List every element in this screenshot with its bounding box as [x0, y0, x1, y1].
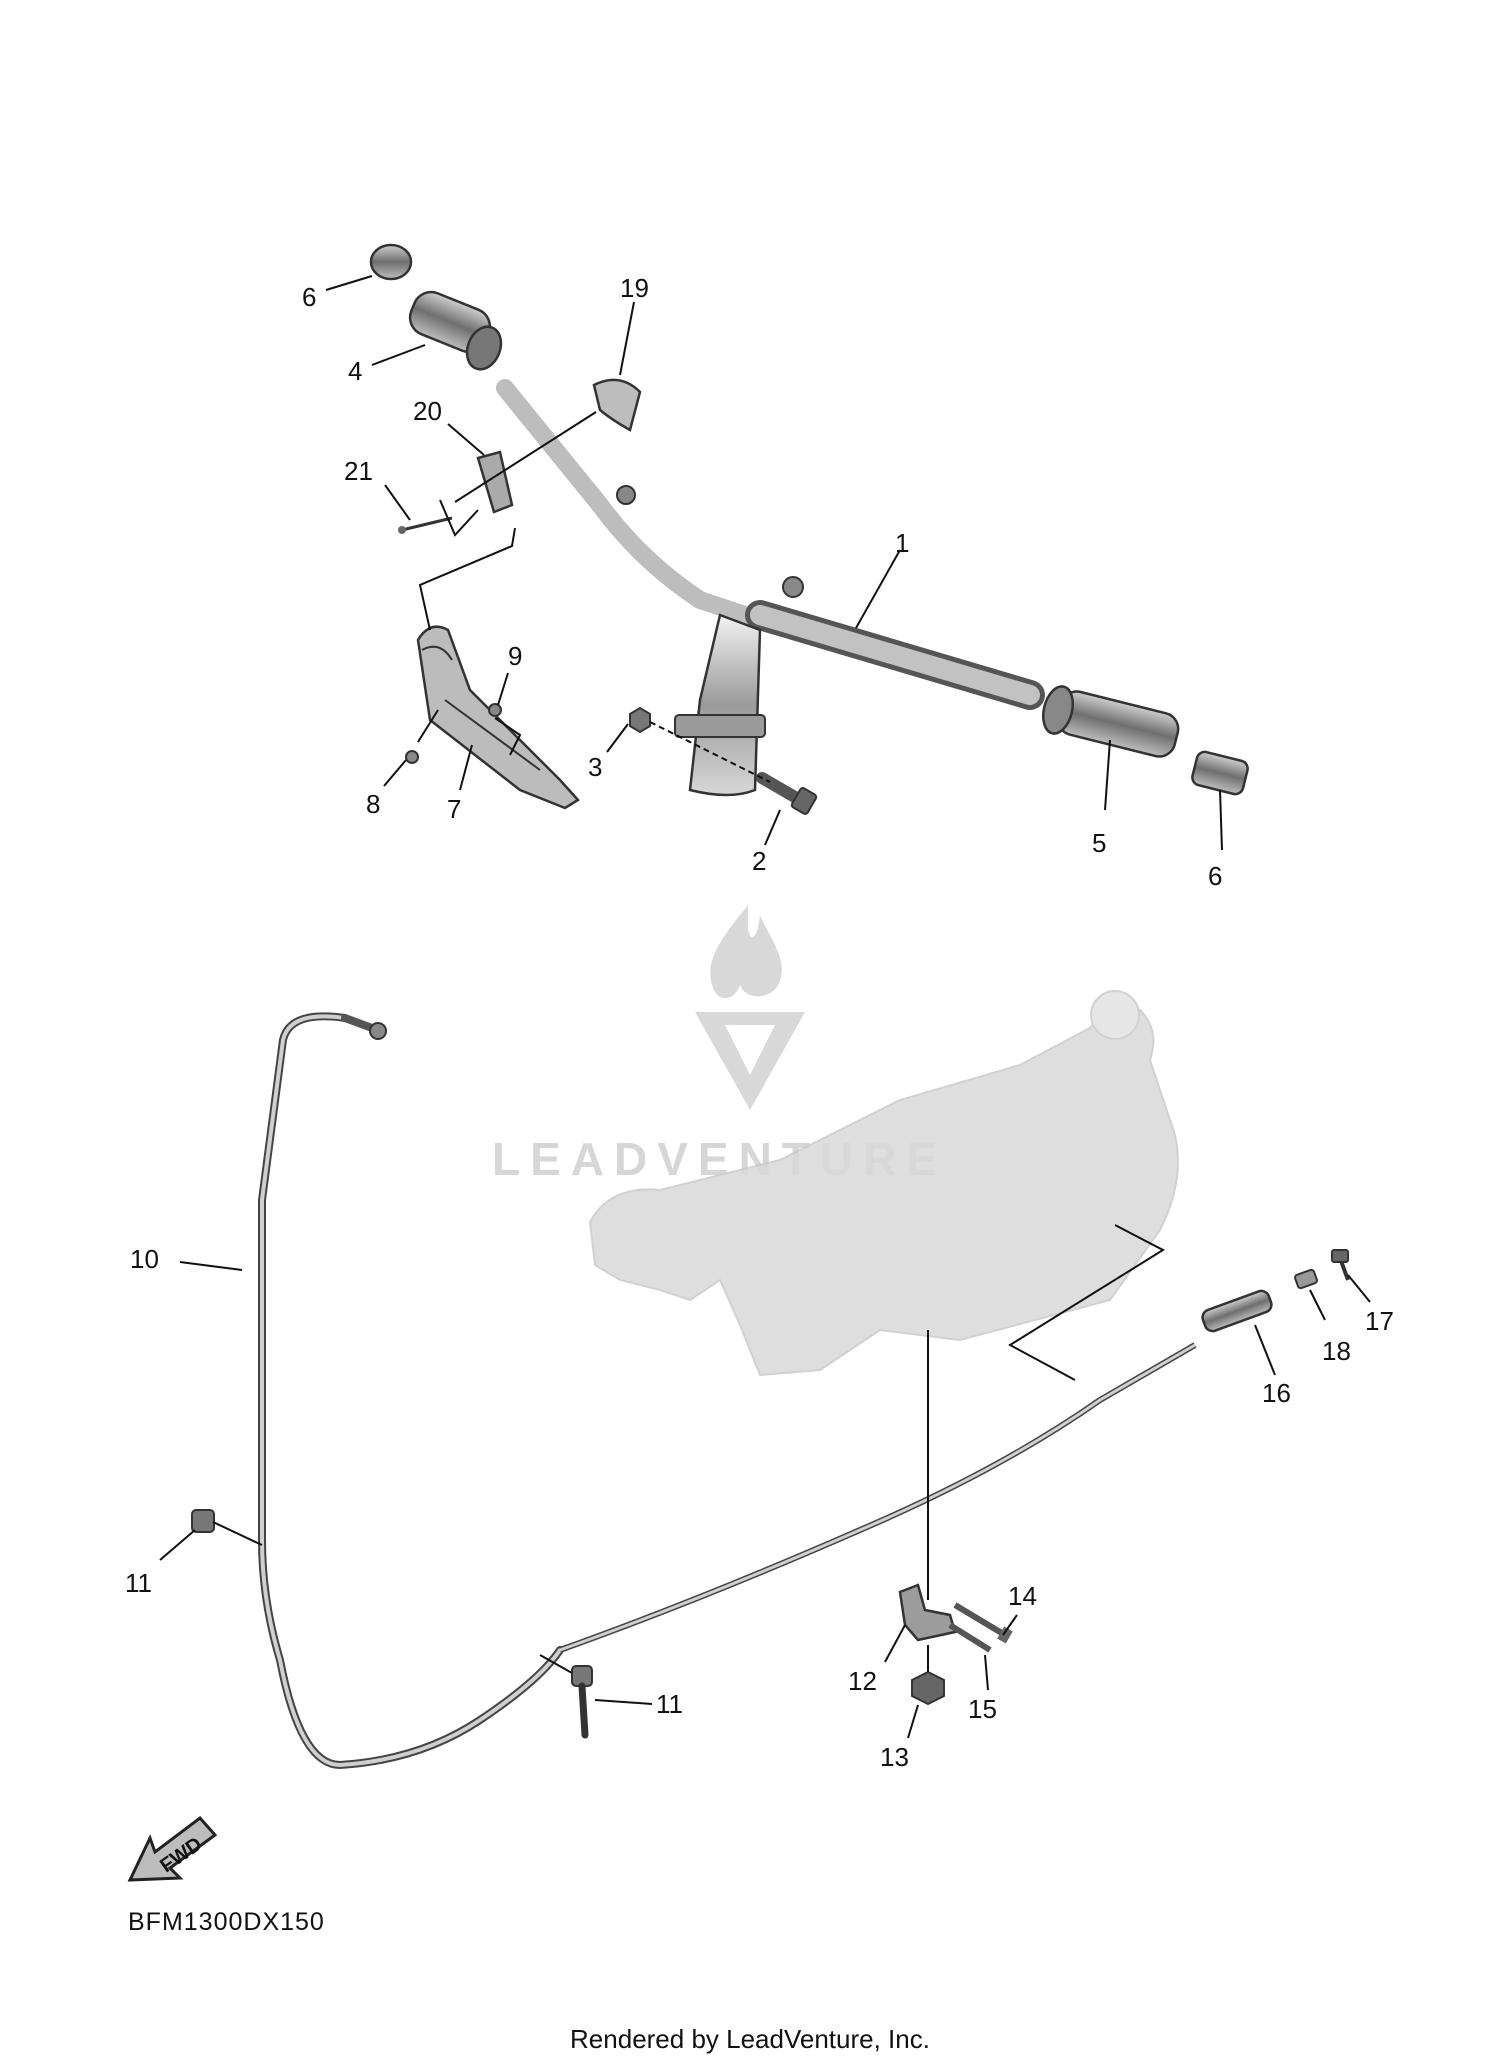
flame-icon — [710, 905, 782, 999]
callout-12: 12 — [848, 1666, 877, 1696]
bolt-part-15 — [948, 1622, 992, 1653]
clip-part-11-bottom — [571, 1665, 593, 1739]
callout-15: 15 — [968, 1694, 997, 1724]
left-end-cap — [369, 243, 413, 281]
callout-21: 21 — [344, 456, 373, 486]
switch-assembly-part-7 — [416, 625, 580, 810]
callout-4: 4 — [348, 356, 362, 386]
callout-5: 5 — [1092, 828, 1106, 858]
handlebar-stem — [688, 613, 762, 797]
part-18 — [1294, 1268, 1318, 1290]
callout-9: 9 — [508, 641, 522, 671]
callout-20: 20 — [413, 396, 442, 426]
callout-19: 19 — [620, 273, 649, 303]
callout-7: 7 — [447, 794, 461, 824]
screw-part-8 — [405, 750, 419, 764]
screw-part-17 — [1331, 1249, 1350, 1281]
boot-part-16 — [1201, 1289, 1273, 1333]
callout-1: 1 — [895, 528, 909, 558]
callout-2: 2 — [752, 846, 766, 876]
fwd-arrow: FWD — [127, 1815, 218, 1882]
v-logo-icon — [695, 1012, 805, 1110]
callout-8: 8 — [366, 789, 380, 819]
footer-credit: Rendered by LeadVenture, Inc. — [570, 2024, 930, 2054]
lower-leader-lines — [212, 1224, 1166, 1674]
callout-17: 17 — [1365, 1306, 1394, 1336]
callouts: 1 2 3 4 5 6 6 7 8 9 10 11 11 12 13 14 15 — [125, 273, 1394, 1772]
diagram-code: BFM1300DX150 — [128, 1908, 325, 1936]
bolt-part-2 — [756, 772, 818, 815]
screw-part-9 — [488, 703, 502, 717]
callout-13: 13 — [880, 1742, 909, 1772]
screw-part-21 — [398, 516, 453, 534]
callout-11-left: 11 — [125, 1568, 152, 1598]
clip-part-11-left — [191, 1509, 215, 1533]
callout-6-left: 6 — [302, 282, 316, 312]
throttle-cable — [558, 1342, 1197, 1653]
callout-6-right: 6 — [1208, 861, 1222, 891]
fwd-arrow-icon — [127, 1815, 218, 1882]
handlebar-assembly — [496, 379, 1045, 797]
left-grip — [408, 290, 503, 371]
holder-part-20 — [476, 450, 514, 514]
callout-3: 3 — [588, 752, 602, 782]
right-end-cap — [1191, 750, 1249, 796]
clamp-part-19 — [592, 378, 642, 432]
callout-18: 18 — [1322, 1336, 1351, 1366]
callout-16: 16 — [1262, 1378, 1291, 1408]
bolt-part-14 — [953, 1602, 1013, 1644]
cable-part-10 — [258, 1012, 564, 1770]
callout-14: 14 — [1008, 1581, 1037, 1611]
right-grip — [1041, 685, 1180, 758]
callout-10: 10 — [130, 1244, 159, 1274]
callout-11-bottom: 11 — [656, 1689, 683, 1719]
upper-leader-lines — [417, 411, 771, 783]
ghost-frame — [588, 990, 1179, 1377]
nut-part-3 — [629, 706, 651, 734]
nut-part-13 — [911, 1670, 945, 1706]
